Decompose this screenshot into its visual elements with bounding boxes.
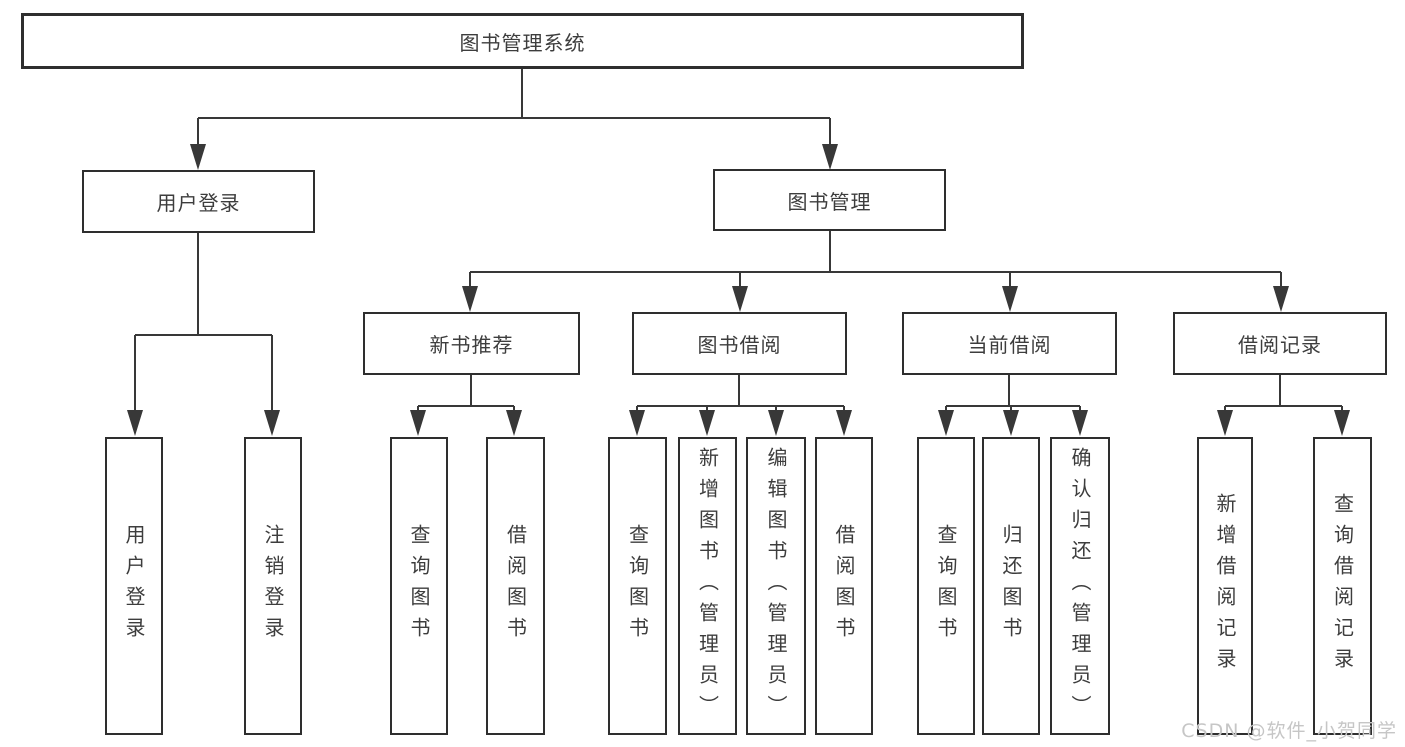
node-user-login: 用户登录	[82, 170, 315, 233]
leaf-borrow-book: 借阅图书	[815, 437, 873, 735]
leaf-return-book: 归还图书	[982, 437, 1040, 735]
node-label: 归还图书	[999, 524, 1023, 648]
node-new-book-recommend: 新书推荐	[363, 312, 580, 375]
leaf-query-book-current: 查询图书	[917, 437, 975, 735]
leaf-confirm-return-admin: 确认归还（管理员）	[1050, 437, 1110, 735]
csdn-watermark: CSDN @软件_小贺同学	[1181, 720, 1397, 742]
node-label: 查询图书	[934, 524, 958, 648]
node-label: 借阅图书	[832, 524, 856, 648]
node-label: 查询借阅记录	[1330, 493, 1355, 679]
node-label: 查询图书	[625, 524, 650, 648]
node-label: 查询图书	[407, 524, 431, 648]
leaf-query-book-borrowing: 查询图书	[608, 437, 667, 735]
node-borrow-records: 借阅记录	[1173, 312, 1387, 375]
node-current-borrowing: 当前借阅	[902, 312, 1117, 375]
node-label: 图书管理系统	[459, 30, 586, 55]
node-label: 新增借阅记录	[1213, 493, 1237, 679]
leaf-user-login: 用户登录	[105, 437, 163, 735]
node-label: 图书借阅	[697, 333, 782, 357]
node-label: 图书管理	[787, 189, 872, 214]
node-label: 用户登录	[122, 524, 146, 648]
node-label: 确认归还（管理员）	[1068, 446, 1092, 726]
leaf-query-borrow-record: 查询借阅记录	[1313, 437, 1372, 735]
node-book-borrowing: 图书借阅	[632, 312, 847, 375]
leaf-logout: 注销登录	[244, 437, 302, 735]
node-label: 借阅记录	[1238, 333, 1322, 357]
node-book-management: 图书管理	[713, 169, 946, 231]
node-label: 新增图书（管理员）	[695, 446, 720, 726]
leaf-edit-book-admin: 编辑图书（管理员）	[746, 437, 806, 735]
leaf-add-book-admin: 新增图书（管理员）	[678, 437, 737, 735]
leaf-query-book-recommend: 查询图书	[390, 437, 448, 735]
node-label: 借阅图书	[503, 524, 528, 648]
node-label: 新书推荐	[429, 333, 514, 357]
node-label: 注销登录	[261, 524, 285, 648]
leaf-add-borrow-record: 新增借阅记录	[1197, 437, 1253, 735]
node-label: 编辑图书（管理员）	[764, 446, 788, 726]
node-label: 当前借阅	[967, 333, 1052, 357]
leaf-borrow-book-recommend: 借阅图书	[486, 437, 545, 735]
node-label: 用户登录	[156, 191, 241, 215]
node-library-management-system: 图书管理系统	[21, 13, 1024, 69]
